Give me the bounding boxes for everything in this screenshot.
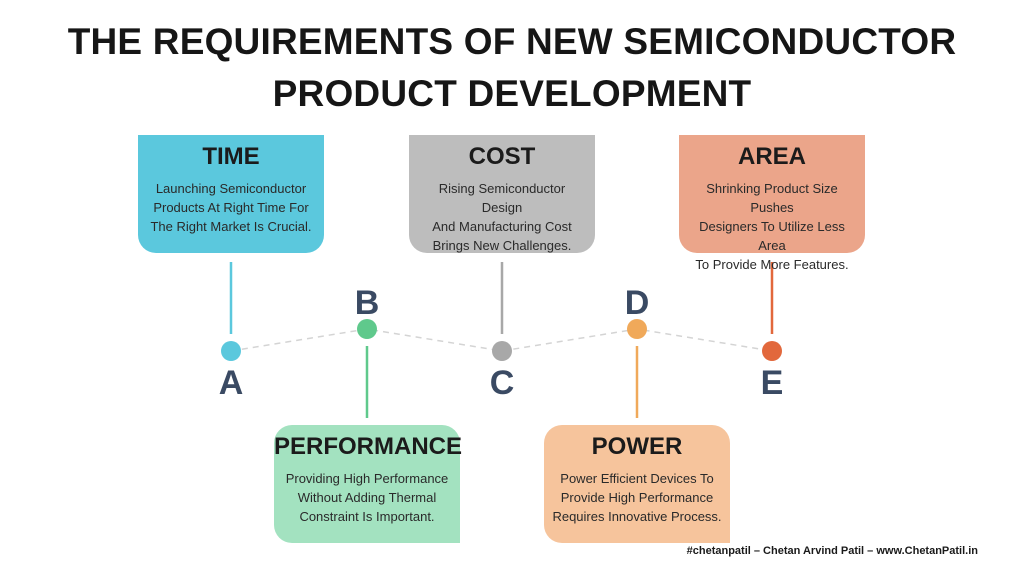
card-heading: POWER <box>591 433 683 460</box>
card-area: AREA Shrinking Product Size Pushes Desig… <box>679 135 865 272</box>
node-c-dot <box>492 341 512 361</box>
card-description: Providing High Performance Without Addin… <box>285 471 449 524</box>
card-heading: AREA <box>737 143 806 170</box>
node-b-letter: B <box>354 284 380 322</box>
card-heading: COST <box>468 143 536 170</box>
card-time: TIME Launching Semiconductor Products At… <box>138 135 324 253</box>
card-description: Shrinking Product Size Pushes Designers … <box>695 181 849 272</box>
card-heading: TIME <box>202 143 260 170</box>
footer-credit: #chetanpatil – Chetan Arvind Patil – www… <box>686 545 978 557</box>
page-title: THE REQUIREMENTS OF NEW SEMICONDUCTOR PR… <box>0 16 1024 120</box>
node-d-dot <box>627 319 647 339</box>
title-line-1: THE REQUIREMENTS OF NEW SEMICONDUCTOR <box>67 21 957 62</box>
card-description: Launching Semiconductor Products At Righ… <box>150 181 312 234</box>
title-line-2: PRODUCT DEVELOPMENT <box>272 73 752 114</box>
card-description: Rising Semiconductor Design And Manufact… <box>432 181 572 253</box>
node-a-letter: A <box>218 364 244 402</box>
node-e-dot <box>762 341 782 361</box>
node-a-dot <box>221 341 241 361</box>
card-cost: COST Rising Semiconductor Design And Man… <box>409 135 595 253</box>
node-d-letter: D <box>624 284 650 322</box>
card-heading: PERFORMANCE <box>274 433 463 460</box>
card-power: POWER Power Efficient Devices To Provide… <box>544 425 730 543</box>
card-description: Power Efficient Devices To Provide High … <box>552 471 722 524</box>
dashed-connector <box>230 328 773 352</box>
node-b-dot <box>357 319 377 339</box>
node-e-letter: E <box>760 364 784 402</box>
node-c-letter: C <box>489 364 515 402</box>
card-performance: PERFORMANCE Providing High Performance W… <box>274 425 463 543</box>
